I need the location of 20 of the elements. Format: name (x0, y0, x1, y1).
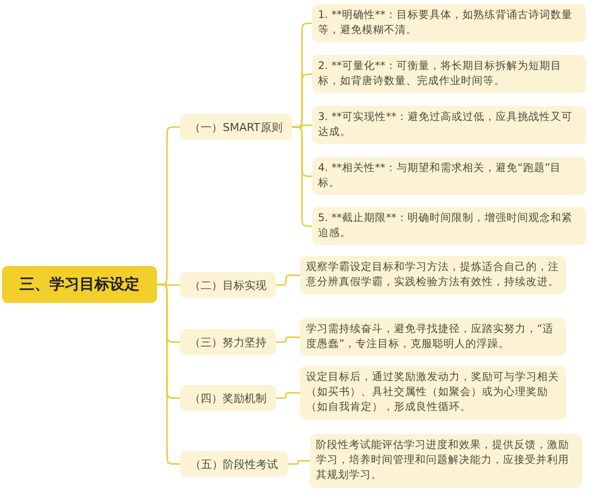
branch-topic-box: （二）目标实现 (180, 272, 276, 298)
detail-text-box: 阶段性考试能评估学习进度和效果，提供反馈，激励学习，培养时间管理和问题解决能力，应接受并利用其规划学习。 (310, 434, 582, 488)
detail-text-box: 4. **相关性**：与期望和需求相关，避免“跑题”目标。 (312, 157, 586, 196)
detail-text-box: 2. **可量化**：可衡量，将长期目标拆解为短期目标，如背唐诗数量、完成作业时间等。 (312, 55, 586, 94)
connector-line (276, 274, 300, 286)
detail-text-box: 设定目标后，通过奖励激发动力，奖励可与学习相关（如买书）、具社交属性（如聚会）或为心理奖励（如自我肯定），形成良性循环。 (300, 366, 566, 420)
connector-line (288, 460, 310, 465)
connector-line (276, 336, 300, 343)
detail-text-box: 观察学霸设定目标和学习方法，提炼适合自己的，注意分辨真假学霸，实践检验方法有效性，持续改进。 (300, 256, 566, 294)
connector-line (292, 126, 312, 227)
branch-topic-box: （四）奖励机制 (180, 385, 276, 411)
detail-text-box: 3. **可实现性**：避免过高或过低，应具挑战性又可达成。 (312, 106, 586, 144)
branch-topic-box: （一）SMART原则 (180, 114, 292, 140)
detail-text-box: 1. **明确性**：目标要具体，如熟练背诵古诗词数量等，避免模糊不清。 (312, 4, 586, 42)
connector-line (276, 392, 300, 399)
detail-text-box: 5. **截止期限**：明确时间限制，增强时间观念和紧迫感。 (312, 207, 586, 246)
root-topic-box: 三、学习目标设定 (2, 266, 157, 303)
branch-topic-box: （三）努力坚持 (180, 329, 276, 355)
detail-text-box: 学习需持续奋斗，避免寻找捷径，应踏实努力，“适度愚蠢”，专注目标，克服聪明人的浮躁。 (300, 318, 566, 356)
branch-topic-box: （五）阶段性考试 (180, 451, 288, 477)
